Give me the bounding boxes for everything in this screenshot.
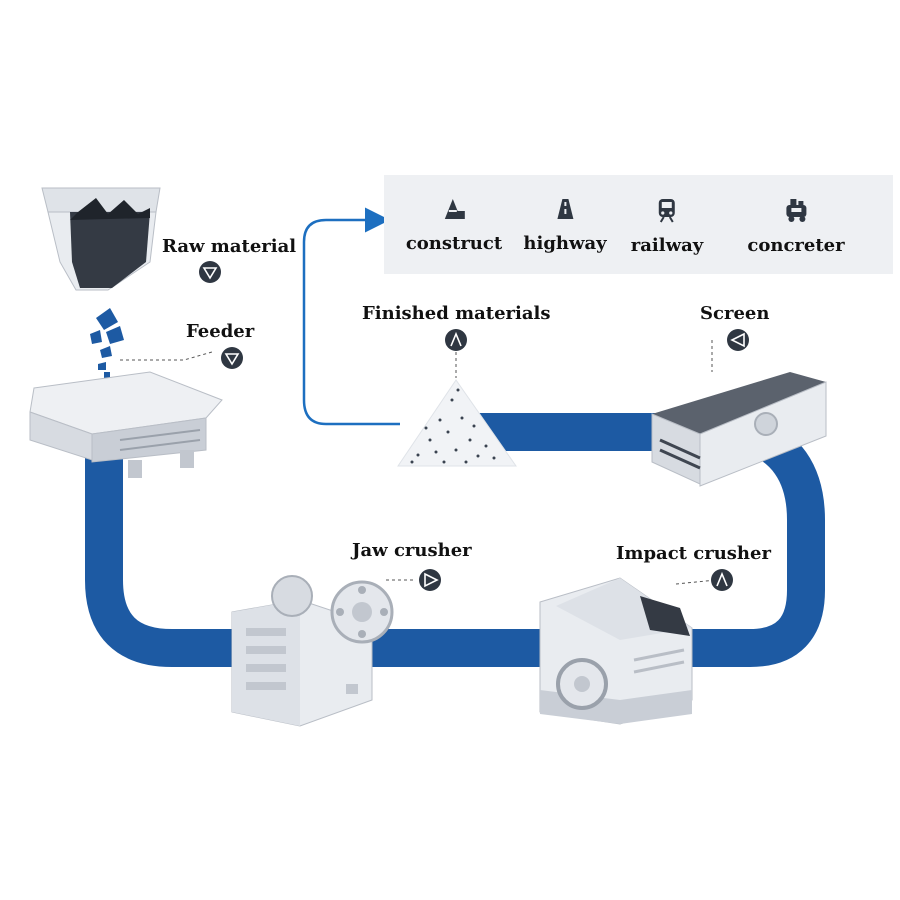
leader-lines: [120, 340, 717, 585]
label-screen: Screen: [700, 303, 770, 324]
application-highway: highway: [523, 197, 607, 254]
badge-jaw-crusher: [419, 569, 441, 591]
falling-stones: [90, 308, 124, 378]
label-raw-material: Raw material: [162, 236, 297, 257]
label-jaw-crusher: Jaw crusher: [352, 540, 472, 561]
feeder-machine: [29, 371, 223, 478]
screen-machine: [651, 372, 827, 487]
badge-feeder: [221, 347, 243, 369]
application-label-highway: highway: [523, 233, 607, 254]
impact-crusher-machine: [539, 577, 693, 725]
label-feeder: Feeder: [186, 321, 255, 342]
applications-panel: construct highway railway concreter: [384, 175, 893, 274]
highway-icon: [557, 199, 573, 219]
flow-arrow-to-applications: [302, 207, 400, 426]
application-concreter: concreter: [747, 197, 845, 256]
label-finished-materials: Finished materials: [362, 303, 551, 324]
badge-raw-material: [199, 261, 221, 283]
hopper-machine: [41, 187, 161, 291]
conveyor-belt: [85, 413, 825, 667]
badge-screen: [727, 329, 749, 351]
finished-materials-pile: [397, 379, 517, 467]
application-label-construct: construct: [405, 233, 503, 254]
concreter-icon: [785, 199, 806, 222]
application-label-concreter: concreter: [747, 235, 845, 256]
label-impact-crusher: Impact crusher: [616, 543, 771, 564]
construct-icon: [444, 199, 465, 219]
badge-impact-crusher: [711, 569, 733, 591]
application-label-railway: railway: [630, 235, 704, 256]
jaw-crusher-machine: [231, 575, 394, 727]
badge-finished-materials: [445, 329, 467, 351]
railway-icon: [658, 199, 675, 223]
application-railway: railway: [631, 197, 703, 256]
application-construct: construct: [406, 197, 502, 254]
